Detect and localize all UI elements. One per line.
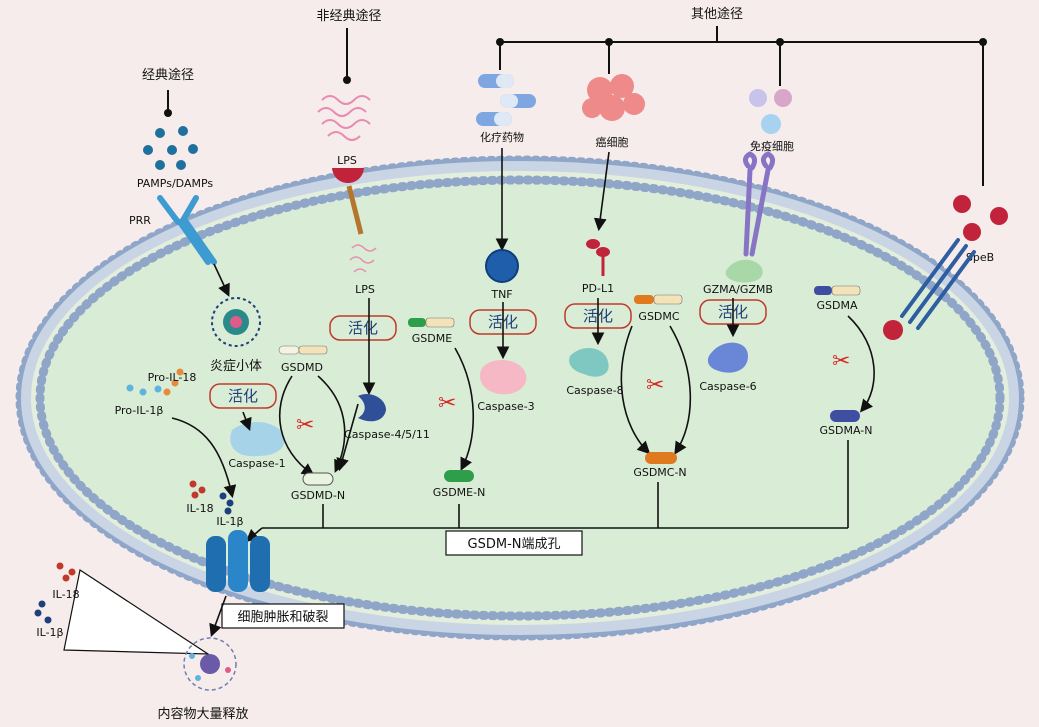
chemo-drug-icon <box>476 74 536 126</box>
caspase6-icon <box>707 342 748 373</box>
lps-inner-label: LPS <box>355 283 375 296</box>
gsdma-icon <box>814 286 832 295</box>
scissors-icon-gsdmc: ✂ <box>646 373 664 398</box>
lps-receptor-icon <box>332 168 364 183</box>
caspase3-icon <box>480 359 527 395</box>
ruptured-cell-icon <box>183 637 237 691</box>
activate-box-lps <box>329 315 397 341</box>
prr-label: PRR <box>129 214 151 227</box>
il1b-label: IL-1β <box>216 515 243 528</box>
gsdmd-label: GSDMD <box>281 361 323 374</box>
gsdme-n-icon <box>444 470 474 482</box>
tnf-label: TNF <box>490 288 512 301</box>
tnf-icon <box>485 249 519 283</box>
activate-label-canonical: 活化 <box>228 387 258 405</box>
gzma-icon <box>725 259 763 283</box>
caspase1-label: Caspase-1 <box>228 457 285 470</box>
immune-cell-icon <box>749 89 792 134</box>
released-il-icon <box>34 562 76 624</box>
gsdma-n-icon <box>830 410 860 422</box>
gsdmc-n-label: GSDMC-N <box>633 466 686 479</box>
activate-label-lps: 活化 <box>348 319 378 337</box>
gsdme-icon <box>408 318 426 327</box>
other-pathway-label: 其他途径 <box>691 6 743 22</box>
prr-receptor-icon <box>157 195 217 265</box>
gsdmd-n-icon <box>302 472 334 486</box>
speb-bacteria-icon <box>953 195 1008 241</box>
gsdmc-label: GSDMC <box>638 310 679 323</box>
pdl1-label: PD-L1 <box>582 282 614 295</box>
chemo-label: 化疗药物 <box>480 130 524 144</box>
scissors-icon-gsdma: ✂ <box>832 349 850 374</box>
scissors-icon-gsdmd: ✂ <box>296 413 314 438</box>
pamps-label: PAMPs/DAMPs <box>137 177 214 190</box>
speb-receptor-icon <box>900 238 976 330</box>
gzma-receptor-icon <box>742 151 776 257</box>
out-il18-label: IL-18 <box>52 588 79 601</box>
immune-label: 免疫细胞 <box>750 139 794 153</box>
gsdmd-icon <box>278 345 300 355</box>
pore-label: GSDM-N端成孔 <box>468 537 561 552</box>
pdl1-icon <box>586 239 610 257</box>
swelling-label: 细胞肿胀和破裂 <box>237 610 328 625</box>
pro-il1b-label: Pro-IL-1β <box>115 404 164 417</box>
scissors-icon-gsdme: ✂ <box>438 391 456 416</box>
noncanonical-pathway-label: 非经典途径 <box>316 8 381 24</box>
inflammasome-label: 炎症小体 <box>210 359 262 374</box>
cancer-label: 癌细胞 <box>596 135 629 149</box>
gsdma-label: GSDMA <box>817 299 858 312</box>
pro-il18-label: Pro-IL-18 <box>148 371 197 384</box>
swelling-box <box>221 603 345 629</box>
gsdma-n-label: GSDMA-N <box>820 424 873 437</box>
out-il1b-label: IL-1β <box>36 626 63 639</box>
cancer-cell-icon <box>582 74 645 121</box>
release-label: 内容物大量释放 <box>157 706 248 722</box>
gsdmd-n-label: GSDMD-N <box>291 489 345 502</box>
gzma-label: GZMA/GZMB <box>703 283 773 296</box>
lps-outer-label: LPS <box>337 154 357 167</box>
gsdme-label: GSDME <box>412 332 452 345</box>
gsdmc-n-icon <box>645 452 677 464</box>
caspase8-label: Caspase-8 <box>566 384 623 397</box>
caspase4511-icon <box>358 393 386 422</box>
inflammasome-icon <box>211 297 261 347</box>
gsdme-n-label: GSDME-N <box>433 486 486 499</box>
caspase6-label: Caspase-6 <box>699 380 756 393</box>
il-dots-icon <box>189 480 234 515</box>
cell-membrane-inner <box>35 175 1005 621</box>
canonical-pathway-label: 经典途径 <box>142 67 194 83</box>
caspase4511-label: Caspase-4/5/11 <box>344 428 430 441</box>
pro-il-dots-icon <box>126 368 184 396</box>
cell-membrane-outer <box>15 155 1025 641</box>
lps-bacteria-icon <box>317 95 371 141</box>
activate-box-canonical <box>209 383 277 409</box>
caspase3-label: Caspase-3 <box>477 400 534 413</box>
gsdm-pore-icon <box>206 530 270 592</box>
pamps-virus-icon <box>143 126 198 170</box>
speb-inner-icon <box>883 320 903 340</box>
gsdmc-icon <box>634 295 654 304</box>
il18-label: IL-18 <box>186 502 213 515</box>
caspase8-icon <box>569 348 609 377</box>
pore-box <box>445 530 583 556</box>
